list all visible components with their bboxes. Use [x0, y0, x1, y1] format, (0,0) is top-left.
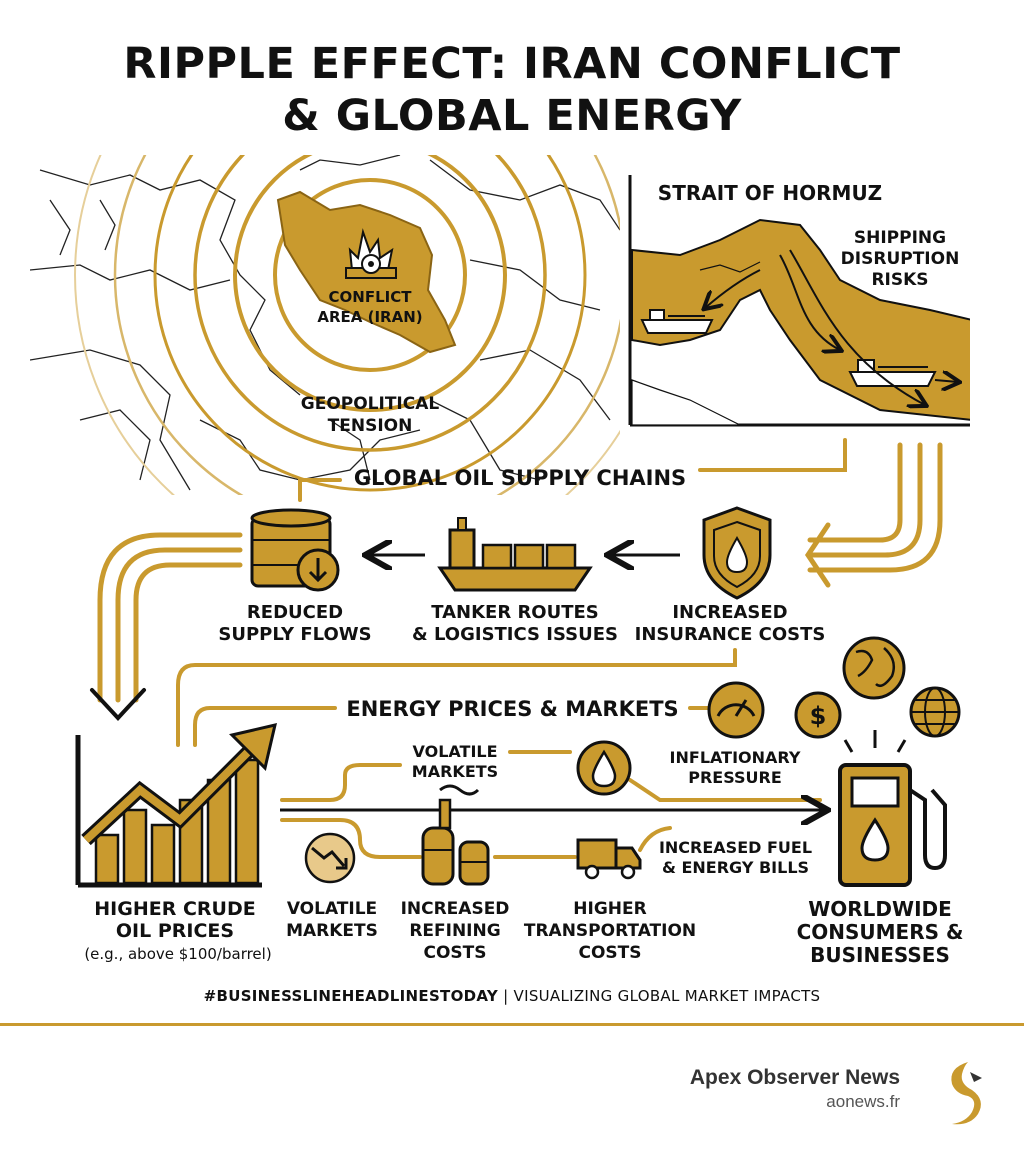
inflationary-pressure-label: INFLATIONARY PRESSURE — [669, 748, 801, 787]
supply-chain-heading: GLOBAL OIL SUPPLY CHAINS — [353, 466, 687, 490]
crude-prices-label: HIGHER CRUDE OIL PRICES — [94, 898, 256, 942]
dollar-coin-icon: $ — [794, 691, 842, 739]
shipping-risk-label: SHIPPING DISRUPTION RISKS — [840, 228, 960, 290]
page-title: RIPPLE EFFECT: IRAN CONFLICT & GLOBAL EN… — [123, 39, 901, 141]
volatile-markets-top-label: VOLATILE MARKETS — [411, 742, 499, 781]
tanker-ship-icon — [437, 517, 593, 592]
brand-name: Apex Observer News — [689, 1066, 900, 1089]
reduced-supply-label: REDUCED SUPPLY FLOWS — [218, 602, 372, 645]
markets-heading: ENERGY PRICES & MARKETS — [346, 697, 679, 721]
world-grid-icon — [909, 686, 961, 738]
oil-barrel-down-icon — [250, 508, 340, 592]
brand-logo-icon — [951, 1062, 982, 1125]
flow-connectors — [90, 438, 943, 859]
fuel-pump-icon — [838, 763, 947, 887]
black-arrows — [280, 555, 825, 810]
refinery-icon — [421, 784, 490, 886]
transportation-costs-label: HIGHER TRANSPORTATION COSTS — [523, 899, 697, 963]
delivery-truck-icon — [576, 838, 642, 880]
radiating-lines — [843, 730, 907, 753]
shield-drop-icon — [702, 506, 772, 600]
crude-price-note: (e.g., above $100/barrel) — [84, 945, 272, 963]
svg-text:$: $ — [810, 702, 827, 730]
conflict-area-label: CONFLICT AREA (IRAN) — [317, 288, 423, 326]
ripple-circles — [74, 155, 620, 495]
consumers-label: WORLDWIDE CONSUMERS & BUSINESSES — [796, 897, 964, 967]
hormuz-title: STRAIT OF HORMUZ — [657, 181, 883, 205]
insurance-costs-label: INCREASED INSURANCE COSTS — [634, 602, 826, 645]
hormuz-panel — [628, 175, 970, 427]
brand-block: Apex Observer News aonews.fr — [690, 1066, 900, 1112]
tanker-routes-label: TANKER ROUTES & LOGISTICS ISSUES — [412, 602, 618, 645]
rising-price-chart-icon — [75, 722, 278, 888]
explosion-alarm-icon — [345, 228, 397, 279]
falling-market-icon — [304, 832, 356, 884]
refining-costs-label: INCREASED REFINING COSTS — [400, 899, 510, 963]
footer-divider — [0, 1023, 1024, 1026]
volatile-markets-bottom-label: VOLATILE MARKETS — [286, 899, 378, 941]
geopolitical-tension-label: GEOPOLITICAL TENSION — [300, 394, 440, 436]
tanker-ship-icon — [640, 309, 714, 334]
oil-drop-icon — [576, 740, 632, 796]
tanker-ship-icon — [848, 359, 937, 387]
brand-url: aonews.fr — [826, 1092, 900, 1111]
tagline-text: VISUALIZING GLOBAL MARKET IMPACTS — [513, 987, 821, 1005]
hashtag: #BUSINESSLINEHEADLINESTODAY — [203, 987, 499, 1005]
region-map — [30, 155, 620, 491]
footer-tagline: #BUSINESSLINEHEADLINESTODAY | VISUALIZIN… — [203, 987, 821, 1005]
gauge-icon — [707, 681, 765, 739]
globe-icon — [842, 636, 906, 700]
fuel-bills-label: INCREASED FUEL & ENERGY BILLS — [658, 838, 813, 877]
